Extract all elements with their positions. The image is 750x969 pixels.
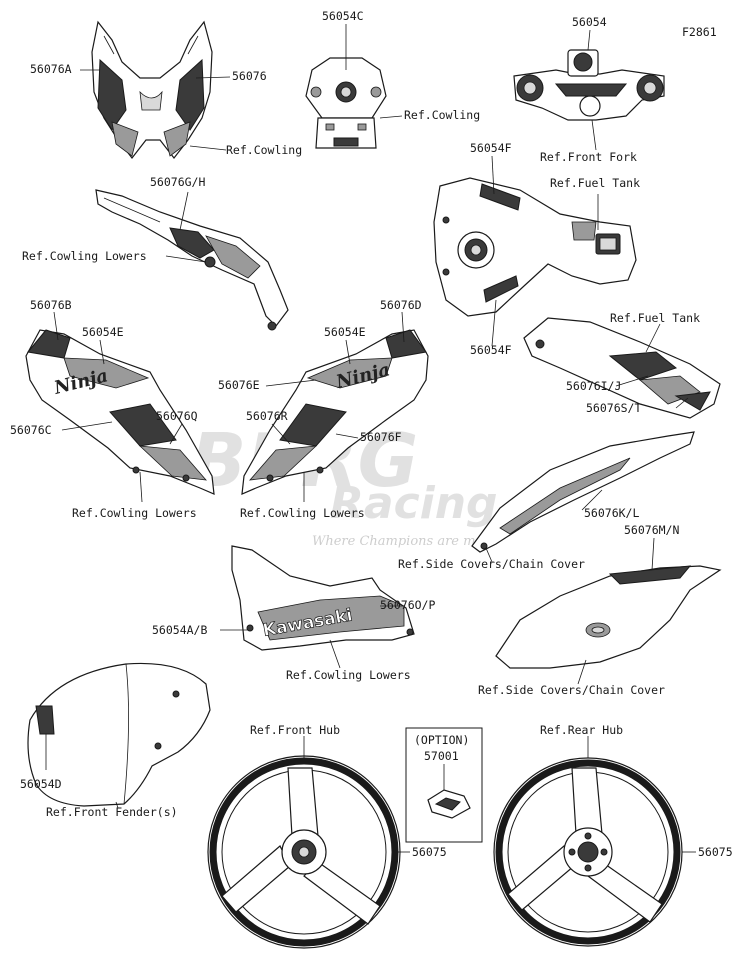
leader-56076MN (651, 537, 655, 571)
label-ref-front-fender: Ref.Front Fender(s) (46, 805, 178, 819)
steering-stem-part (513, 49, 665, 121)
leader-56054E-right (345, 339, 351, 365)
label-56076D: 56076D (380, 298, 422, 312)
label-56076: 56076 (232, 69, 267, 83)
label-57001: 57001 (424, 749, 459, 763)
label-56076R: 56076R (246, 409, 288, 423)
leader-ref-cowling-lowers-2 (139, 471, 143, 503)
watermark-tagline: Where Champions are m (312, 534, 475, 549)
leader-56054F-top (491, 155, 495, 195)
leader-56076F (335, 433, 359, 439)
label-ref-front-fork: Ref.Front Fork (540, 150, 637, 164)
label-56076KL: 56076K/L (584, 506, 639, 520)
leader-56076B (53, 311, 59, 341)
right-side-cowling-part: Ninja (241, 329, 429, 495)
tank-side-cover-part (523, 317, 721, 419)
watermark-brand-bottom: Racing (330, 478, 498, 529)
left-side-cowling-part: Ninja (25, 329, 215, 495)
fuel-tank-part (433, 177, 637, 317)
inner-cowling-part (95, 189, 289, 331)
leader-56054 (587, 29, 591, 51)
label-56054D: 56054D (20, 777, 62, 791)
leader-56076E (265, 379, 317, 387)
label-56076C: 56076C (10, 423, 52, 437)
leader-ref-front-fork (591, 119, 597, 151)
label-ref-fuel-tank-1: Ref.Fuel Tank (550, 176, 640, 190)
label-ref-cowling-lowers-1: Ref.Cowling Lowers (22, 249, 147, 263)
label-ref-cowling-1: Ref.Cowling (226, 143, 302, 157)
side-cover-upper-part (471, 431, 695, 553)
leader-ref-side-covers-1 (485, 547, 493, 563)
label-56076ST: 56076S/T (586, 401, 641, 415)
front-wheel-part (207, 755, 401, 949)
leader-56076 (195, 76, 231, 79)
label-56076IJ: 56076I/J (566, 379, 621, 393)
label-ref-cowling-lowers-3: Ref.Cowling Lowers (240, 506, 365, 520)
leader-56054F-bottom (491, 299, 497, 347)
label-ref-rear-hub: Ref.Rear Hub (540, 723, 623, 737)
label-ref-side-covers-2: Ref.Side Covers/Chain Cover (478, 683, 665, 697)
leader-56076R (271, 423, 291, 445)
label-ref-cowling-lowers-4: Ref.Cowling Lowers (286, 668, 411, 682)
front-fender-part (27, 662, 211, 807)
side-cover-lower-part (495, 565, 722, 669)
label-56054F-top: 56054F (470, 141, 512, 155)
leader-56054E-left (99, 339, 105, 365)
label-56054E-left: 56054E (82, 325, 124, 339)
label-56076Q: 56076Q (156, 409, 198, 423)
lower-cowling-part: Kawasaki (231, 545, 415, 651)
rear-wheel-part (493, 757, 683, 947)
label-56054AB: 56054A/B (152, 623, 207, 637)
label-56054F-bottom: 56054F (470, 343, 512, 357)
label-56076B: 56076B (30, 298, 72, 312)
label-ref-cowling-2: Ref.Cowling (404, 108, 480, 122)
leader-56076IJ (615, 375, 649, 387)
label-ref-side-covers-1: Ref.Side Covers/Chain Cover (398, 557, 585, 571)
leader-56076KL (581, 489, 603, 511)
figure-code: F2861 (682, 25, 717, 39)
leader-ref-cowling-lowers-4 (329, 639, 341, 669)
label-56054E-right: 56054E (324, 325, 366, 339)
label-56076A: 56076A (30, 62, 72, 76)
label-56054C: 56054C (322, 9, 364, 23)
leader-56076C (61, 421, 113, 431)
label-option: (OPTION) (414, 733, 469, 747)
leader-ref-fuel-tank-2 (645, 323, 661, 353)
label-56076F: 56076F (360, 430, 402, 444)
meter-cover-part (305, 57, 387, 149)
leader-ref-cowling-lowers-1 (165, 255, 207, 263)
label-ref-front-hub: Ref.Front Hub (250, 723, 340, 737)
leader-56076GH (179, 191, 189, 231)
label-56076E: 56076E (218, 378, 260, 392)
label-56076MN: 56076M/N (624, 523, 679, 537)
leader-ref-cowling-2 (379, 115, 403, 119)
label-56076GH: 56076G/H (150, 175, 205, 189)
label-56075-right: 56075 (698, 845, 733, 859)
label-56075-left: 56075 (412, 845, 447, 859)
option-box: (OPTION) 57001 (405, 727, 483, 843)
leader-ref-front-fender (115, 801, 119, 809)
label-ref-fuel-tank-2: Ref.Fuel Tank (610, 311, 700, 325)
leader-56076Q (169, 423, 183, 445)
leader-ref-side-covers-2 (577, 659, 587, 685)
leader-ref-cowling-1 (189, 145, 227, 151)
label-ref-cowling-lowers-2: Ref.Cowling Lowers (72, 506, 197, 520)
label-56054: 56054 (572, 15, 607, 29)
leader-56076D (401, 311, 405, 343)
label-56076OP: 56076O/P (380, 598, 435, 612)
upper-cowling-part (91, 20, 213, 159)
leader-56076ST (675, 397, 689, 409)
